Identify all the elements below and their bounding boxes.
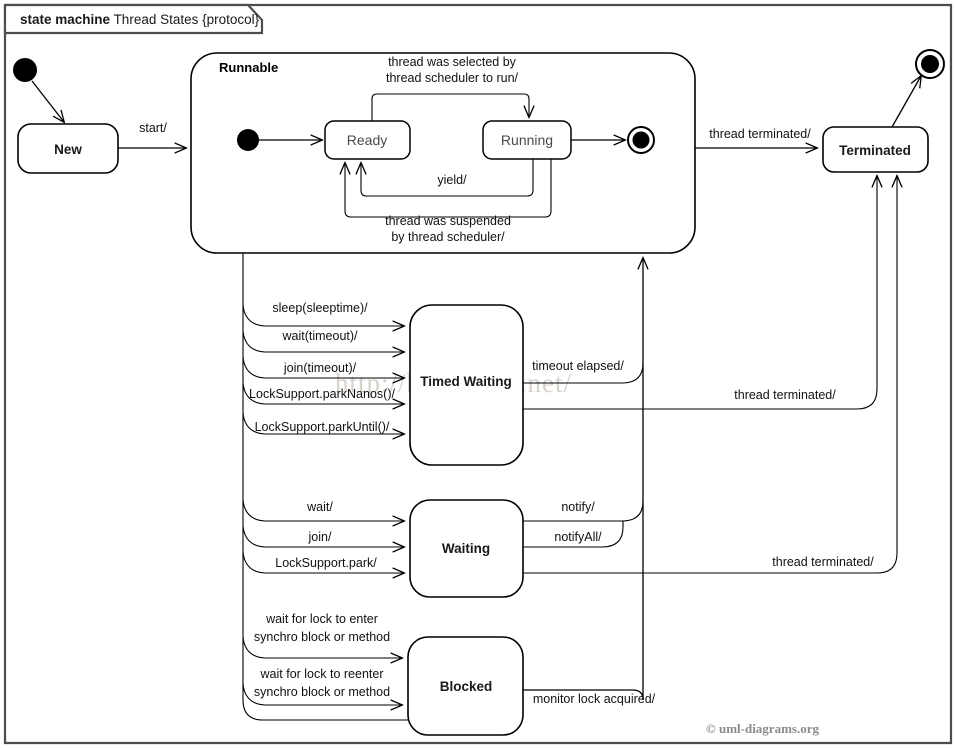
- state-timed-waiting-label: Timed Waiting: [420, 374, 512, 389]
- state-runnable[interactable]: Runnable Ready Running thread was select…: [190, 52, 696, 254]
- state-blocked-box[interactable]: [407, 636, 524, 736]
- frame-border: [3, 3, 953, 745]
- state-blocked[interactable]: Blocked: [407, 636, 524, 736]
- runnable-initial-node: [237, 129, 259, 151]
- state-ready-label: Ready: [347, 132, 387, 148]
- transition-terminated-main-label: thread terminated/: [709, 127, 811, 141]
- transition-suspended-line1: thread was suspended: [385, 214, 511, 228]
- state-new-label: New: [54, 142, 82, 157]
- transition-suspended: thread was suspended by thread scheduler…: [345, 159, 552, 244]
- transitions-to-blocked: wait for lock to enter synchro block or …: [242, 612, 402, 705]
- merge-spine: [523, 258, 643, 701]
- transition-timeout-elapsed: timeout elapsed/: [523, 359, 644, 384]
- transition-lock-reenter-line1: wait for lock to reenter: [260, 667, 384, 681]
- state-terminated-label: Terminated: [839, 143, 911, 158]
- transition-join-timeout-label: join(timeout)/: [283, 361, 357, 375]
- state-timed-waiting-box[interactable]: [409, 304, 524, 466]
- state-runnable-label: Runnable: [219, 60, 278, 75]
- transition-monitor-acquired-label: monitor lock acquired/: [533, 692, 656, 706]
- transition-sleep-label: sleep(sleeptime)/: [272, 301, 368, 315]
- frame-title-text: Thread States {protocol}: [114, 12, 260, 27]
- transition-timeout-elapsed-label: timeout elapsed/: [532, 359, 624, 373]
- transition-notify-all-label: notifyAll/: [554, 530, 602, 544]
- frame-keyword: state machine: [20, 12, 111, 27]
- transitions-to-timed-waiting: sleep(sleeptime)/ wait(timeout)/ join(ti…: [242, 301, 404, 434]
- transition-park-label: LockSupport.park/: [275, 556, 377, 570]
- state-waiting-box[interactable]: [409, 499, 524, 598]
- state-terminated[interactable]: Terminated: [822, 126, 929, 173]
- transition-lock-enter-line2: synchro block or method: [254, 630, 390, 644]
- state-new[interactable]: New: [17, 123, 119, 174]
- state-ready-box[interactable]: [324, 120, 411, 160]
- transition-park-nanos-label: LockSupport.parkNanos()/: [249, 387, 395, 401]
- transition-terminated-from-waiting: thread terminated/: [523, 176, 897, 574]
- transition-terminated-from-timed: thread terminated/: [523, 176, 877, 410]
- transition-terminated-timed-label: thread terminated/: [734, 388, 836, 402]
- transition-wait-timeout-label: wait(timeout)/: [281, 329, 358, 343]
- transition-terminated-waiting-label: thread terminated/: [772, 555, 874, 569]
- transition-notify-label: notify/: [561, 500, 595, 514]
- state-waiting[interactable]: Waiting: [409, 499, 524, 598]
- transition-yield: yield/: [361, 159, 534, 197]
- transition-yield-label: yield/: [437, 173, 467, 187]
- frame-title: state machine Thread States {protocol}: [20, 12, 260, 27]
- transition-join-label: join/: [308, 530, 332, 544]
- copyright-text: © uml-diagrams.org: [706, 721, 819, 736]
- state-blocked-label: Blocked: [440, 679, 493, 694]
- transition-lock-reenter-line2: synchro block or method: [254, 685, 390, 699]
- state-running-label: Running: [501, 132, 553, 148]
- transition-ready-to-running: thread was selected by thread scheduler …: [371, 55, 529, 121]
- runnable-final-state: [627, 126, 655, 154]
- transition-start: start/: [118, 121, 186, 148]
- state-running[interactable]: Running: [482, 120, 572, 160]
- final-state: [891, 49, 945, 128]
- transition-park-until-label: LockSupport.parkUntil()/: [255, 420, 390, 434]
- initial-pseudostate: [13, 58, 64, 122]
- state-runnable-box[interactable]: [190, 52, 696, 254]
- transition-start-label: start/: [139, 121, 167, 135]
- frame-name-tab: [3, 3, 264, 35]
- transition-thread-terminated-main: thread terminated/: [695, 127, 817, 148]
- state-terminated-box[interactable]: [822, 126, 929, 173]
- state-waiting-label: Waiting: [442, 541, 490, 556]
- state-ready[interactable]: Ready: [324, 120, 411, 160]
- diagram-frame: state machine Thread States {protocol}: [3, 3, 953, 745]
- transition-lock-enter-line1: wait for lock to enter: [265, 612, 378, 626]
- transition-wait-label: wait/: [306, 500, 333, 514]
- fanout-spine: [242, 253, 408, 721]
- transition-selected-line1: thread was selected by: [388, 55, 517, 69]
- state-timed-waiting[interactable]: Timed Waiting: [409, 304, 524, 466]
- transitions-to-waiting: wait/ join/ LockSupport.park/ notify/ no…: [242, 499, 644, 573]
- transition-selected-line2: thread scheduler to run/: [386, 71, 519, 85]
- transition-suspended-line2: by thread scheduler/: [391, 230, 505, 244]
